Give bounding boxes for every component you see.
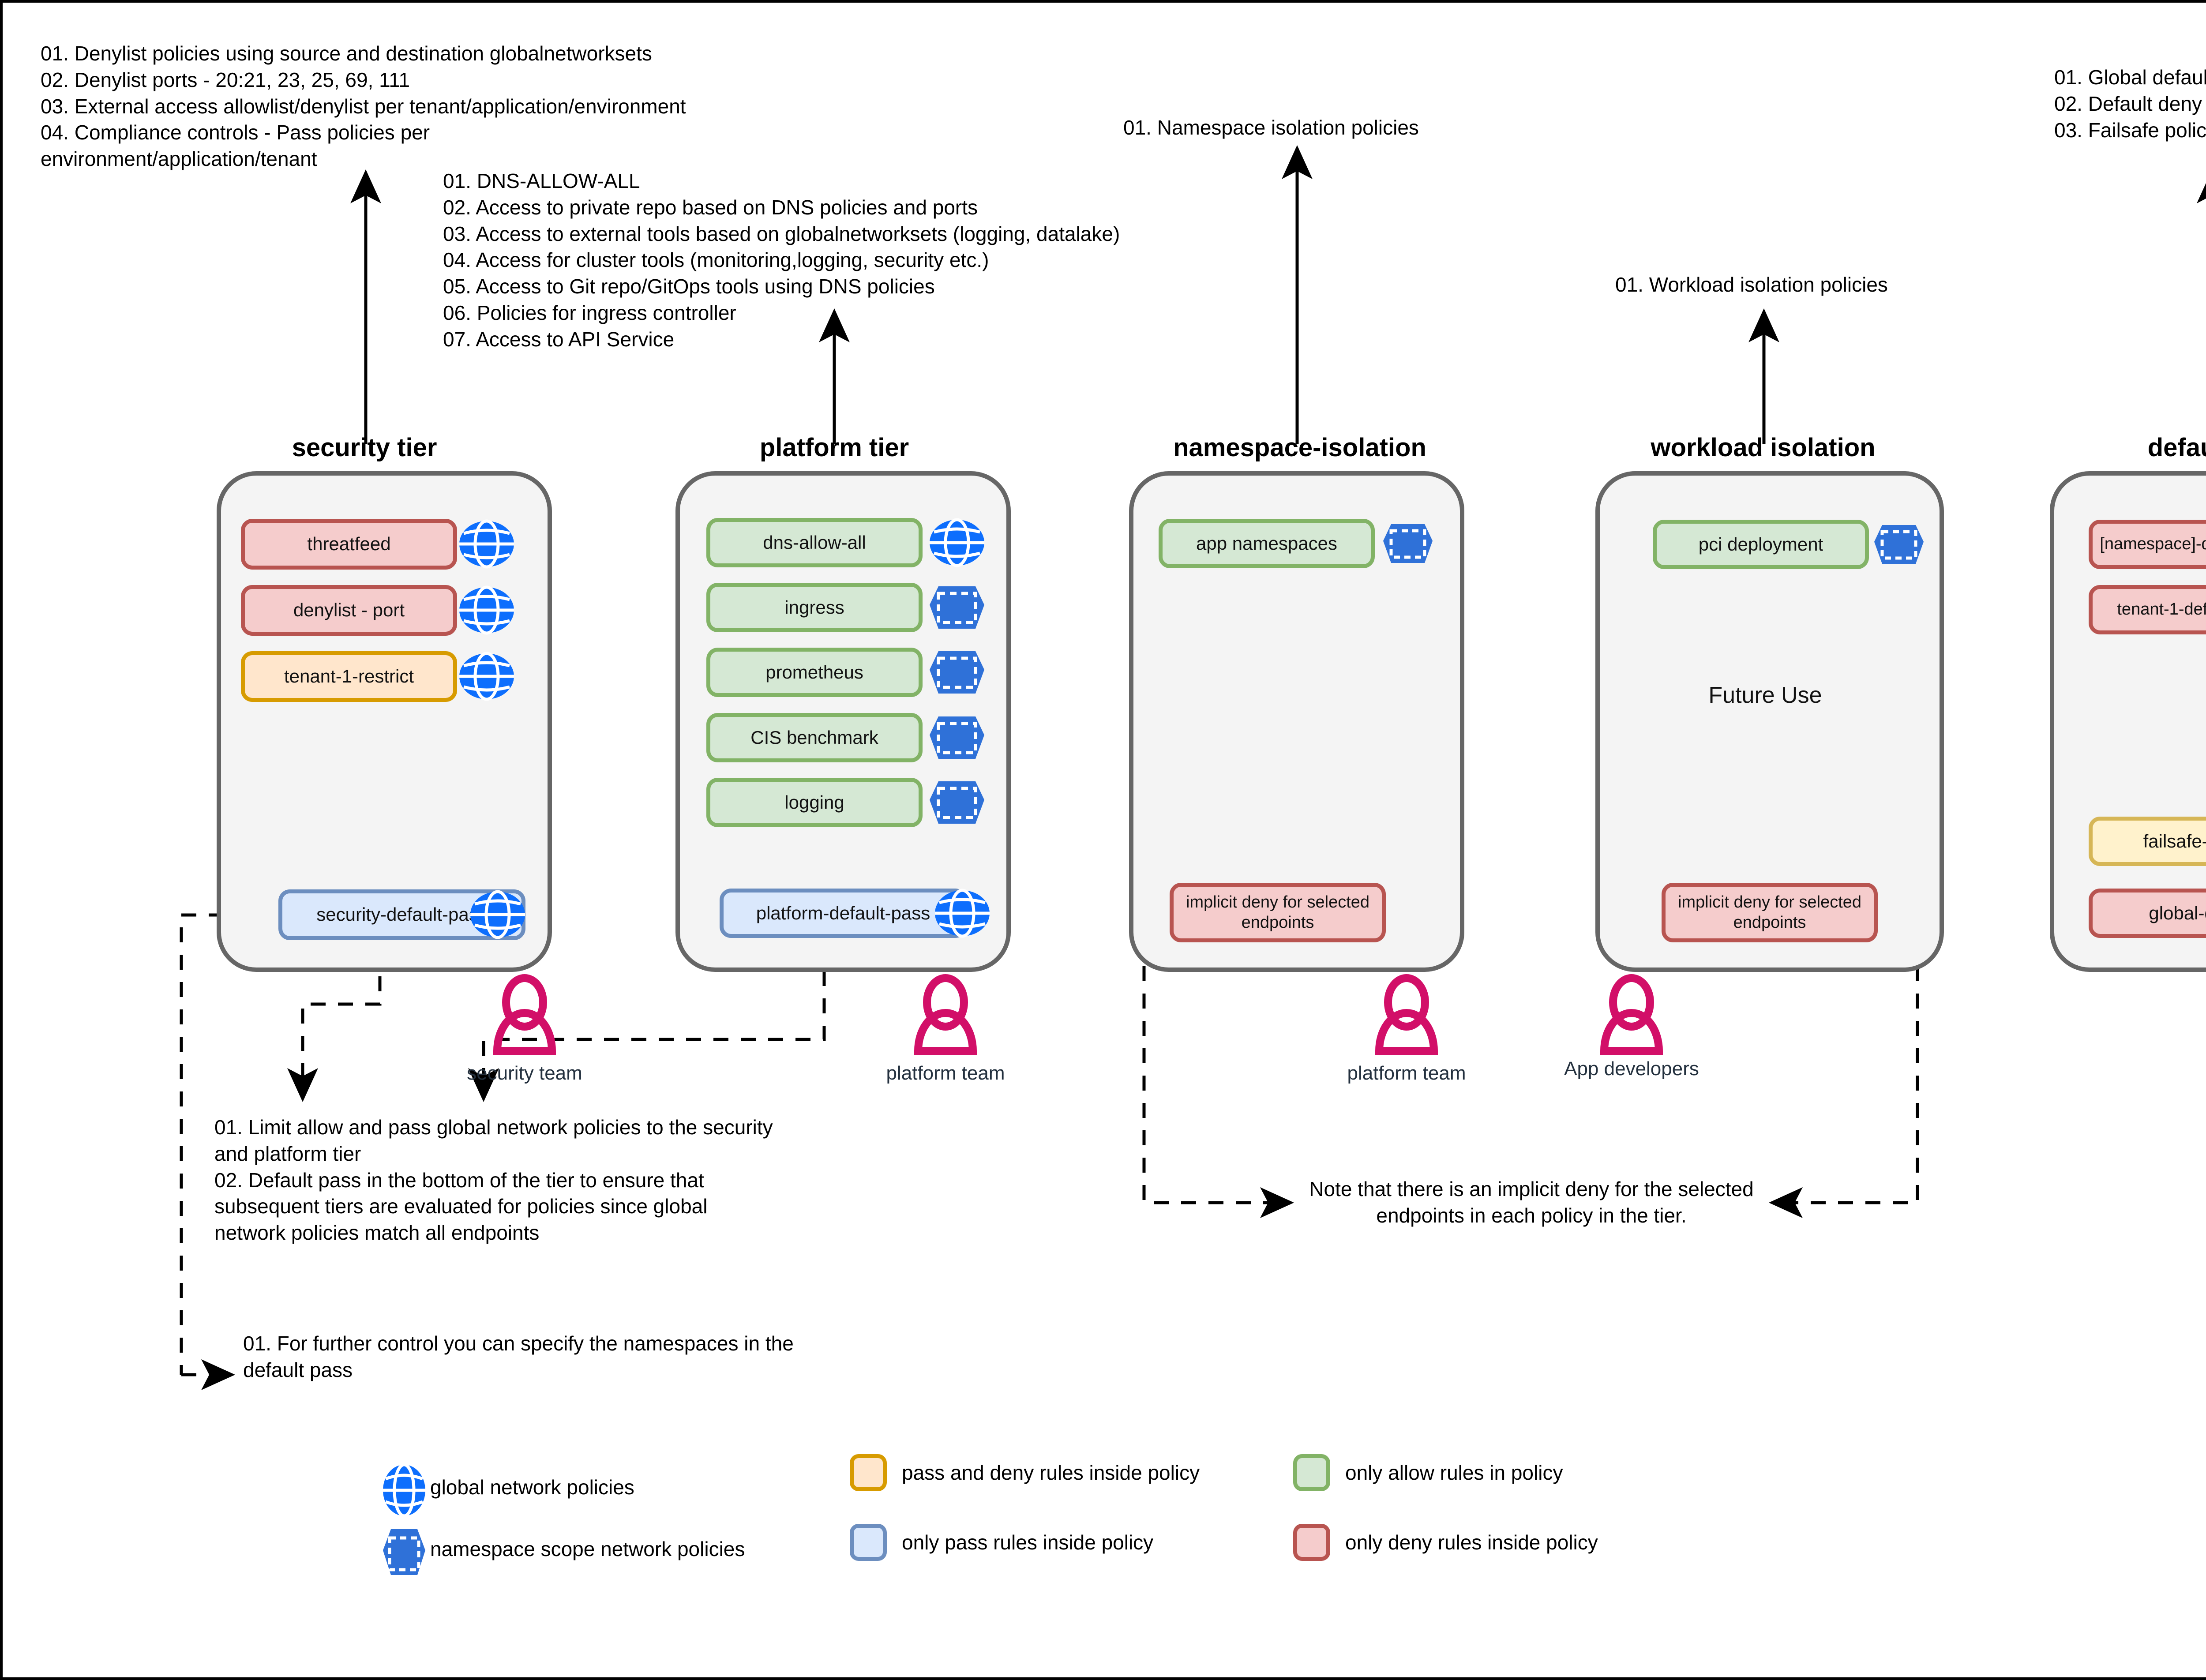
note-security-platform-guidance: 01. Limit allow and pass global network … xyxy=(214,1116,773,1245)
person-icon xyxy=(1375,974,1438,1055)
tier-title-security: security tier xyxy=(292,433,437,462)
note-namespace-isolation: 01. Namespace isolation policies xyxy=(1123,116,1419,139)
legend-item-only-allow: only allow rules in policy xyxy=(1293,1454,1563,1491)
legend-label: pass and deny rules inside policy xyxy=(902,1461,1200,1484)
namespace-scope-icon xyxy=(930,781,984,824)
legend-label: only pass rules inside policy xyxy=(902,1531,1154,1554)
note-platform-tier: 01. DNS-ALLOW-ALL 02. Access to private … xyxy=(443,169,1120,351)
person-icon xyxy=(493,974,556,1055)
team-label: App developers xyxy=(1564,1058,1699,1080)
workload-future-use-label: Future Use xyxy=(1708,682,1822,708)
team-icon-layer xyxy=(493,974,1663,1055)
policy-implicit-deny-namespace[interactable]: implicit deny for selected endpoints xyxy=(1170,883,1386,942)
namespace-scope-icon xyxy=(930,651,984,694)
tier-title-default: default tier xyxy=(2147,433,2206,462)
legend-item-only-deny: only deny rules inside policy xyxy=(1293,1524,1598,1561)
team-platform-2: platform team xyxy=(1336,1057,1477,1084)
legend-swatch-allow xyxy=(1293,1454,1330,1491)
globe-icon xyxy=(459,519,514,569)
policy-global-deny[interactable]: global-deny xyxy=(2089,889,2206,938)
connector-namespace-implicit-deny xyxy=(1142,911,1294,1218)
tier-title-namespace-isolation: namespace-isolation xyxy=(1173,433,1426,462)
policy-cis-benchmark[interactable]: CIS benchmark xyxy=(706,713,923,762)
globe-icon xyxy=(383,1463,425,1518)
policy-pci-deployment[interactable]: pci deployment xyxy=(1653,520,1869,569)
note-default-tier: 01. Global default deny 02. Default deny… xyxy=(2054,66,2206,142)
globe-icon xyxy=(470,890,525,939)
legend-item-only-pass: only pass rules inside policy xyxy=(850,1524,1153,1561)
connector-workload-implicit-deny xyxy=(1769,911,1919,1218)
legend-item-global-network-policies: global network policies xyxy=(415,1475,634,1499)
team-app-developers: App developers xyxy=(1561,1053,1702,1080)
namespace-scope-icon xyxy=(1874,525,1924,564)
workload-tier-icons xyxy=(1874,525,1924,564)
namespace-tier-icons xyxy=(1383,524,1433,563)
namespace-scope-icon xyxy=(1383,524,1433,563)
namespace-scope-icon xyxy=(383,1529,425,1575)
policy-tenant-1-default-deny[interactable]: tenant-1-default-deny xyxy=(2089,585,2206,634)
policy-tenant-1-restrict[interactable]: tenant-1-restrict xyxy=(241,651,457,702)
policy-ingress[interactable]: ingress xyxy=(706,583,923,632)
legend-label: namespace scope network policies xyxy=(430,1538,745,1560)
connector-security-guidance xyxy=(287,949,382,1102)
globe-icon xyxy=(935,889,990,938)
namespace-scope-icon xyxy=(930,586,984,629)
platform-tier-icons xyxy=(930,518,990,938)
team-label: security team xyxy=(467,1062,582,1084)
legend-item-namespace-scope-network-policies: namespace scope network policies xyxy=(415,1537,745,1561)
person-icon xyxy=(1600,974,1663,1055)
note-security-tier: 01. Denylist policies using source and d… xyxy=(41,42,686,171)
team-platform-1: platform team xyxy=(875,1057,1016,1084)
team-label: platform team xyxy=(886,1062,1005,1084)
policy-namespace-default-deny[interactable]: [namespace]-default-deny xyxy=(2089,520,2206,569)
legend-label: global network policies xyxy=(430,1476,634,1499)
tier-title-platform: platform tier xyxy=(759,433,909,462)
globe-icon xyxy=(459,585,514,635)
policy-logging[interactable]: logging xyxy=(706,778,923,827)
legend-label: only deny rules inside policy xyxy=(1345,1531,1598,1554)
globe-icon xyxy=(930,518,984,567)
legend-label: only allow rules in policy xyxy=(1345,1461,1563,1484)
note-default-pass-guidance: 01. For further control you can specify … xyxy=(243,1332,794,1381)
policy-dns-allow-all[interactable]: dns-allow-all xyxy=(706,518,923,567)
note-workload-isolation: 01. Workload isolation policies xyxy=(1615,273,1888,296)
legend-swatch-mixed xyxy=(850,1454,887,1491)
legend-swatch-pass xyxy=(850,1524,887,1561)
policy-implicit-deny-workload[interactable]: implicit deny for selected endpoints xyxy=(1662,883,1878,942)
policy-app-namespaces[interactable]: app namespaces xyxy=(1159,519,1375,568)
note-implicit-deny: Note that there is an implicit deny for … xyxy=(1309,1178,1754,1227)
legend-icon-layer xyxy=(383,1463,425,1575)
team-label: platform team xyxy=(1347,1062,1466,1084)
legend-item-pass-and-deny: pass and deny rules inside policy xyxy=(850,1454,1200,1491)
connector-platform-guidance xyxy=(468,971,826,1102)
namespace-scope-icon xyxy=(930,716,984,759)
team-security-1: security team xyxy=(454,1057,595,1084)
policy-prometheus[interactable]: prometheus xyxy=(706,648,923,697)
tier-title-workload-isolation: workload isolation xyxy=(1651,433,1876,462)
legend-swatch-deny xyxy=(1293,1524,1330,1561)
policy-platform-default-pass[interactable]: platform-default-pass xyxy=(720,889,967,938)
globe-icon xyxy=(459,652,514,701)
policy-failsafe-allow[interactable]: failsafe-allow xyxy=(2089,817,2206,866)
policy-denylist-port[interactable]: denylist - port xyxy=(241,585,457,636)
person-icon xyxy=(914,974,977,1055)
policy-threatfeed[interactable]: threatfeed xyxy=(241,519,457,570)
security-tier-icons xyxy=(459,519,525,939)
